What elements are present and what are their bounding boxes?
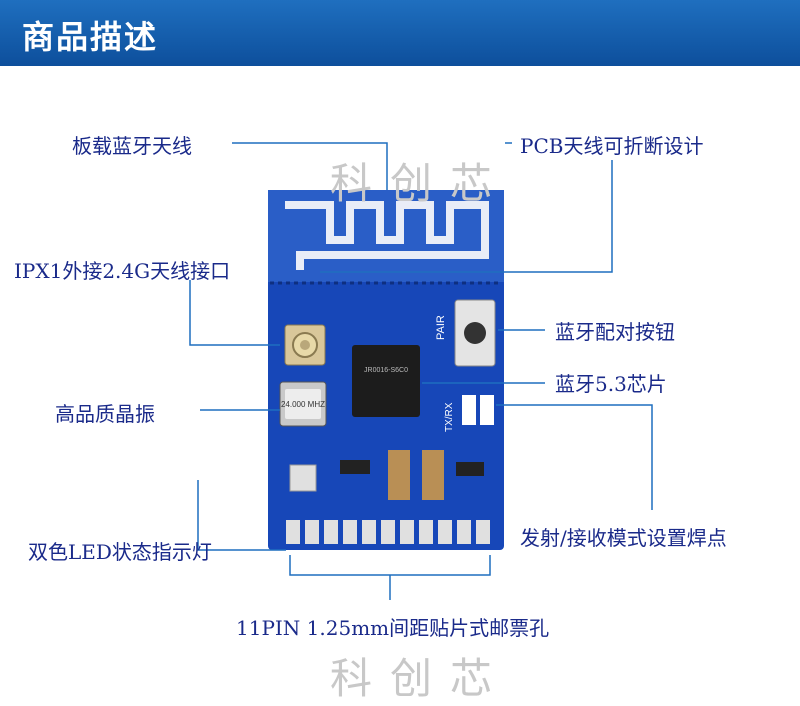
watermark-top: 科创芯 — [330, 159, 511, 208]
bt-chip — [352, 345, 420, 417]
led — [289, 464, 317, 492]
label-pins: 11PIN 1.25mm间距贴片式邮票孔 — [236, 616, 550, 640]
label-led: 双色LED状态指示灯 — [28, 540, 212, 564]
antenna-trace — [285, 201, 489, 270]
label-antenna: 板载蓝牙天线 — [72, 134, 192, 158]
label-pcb-antenna: PCB天线可折断设计 — [520, 134, 704, 158]
header-banner: 商品描述 — [0, 0, 800, 66]
label-mode-pads: 发射/接收模式设置焊点 — [520, 526, 727, 550]
label-chip: 蓝牙5.3芯片 — [555, 372, 667, 396]
chip-text: JR0016-S6C0 — [364, 367, 408, 374]
label-ipx: IPX1外接2.4G天线接口 — [14, 259, 231, 283]
txrx-silk: TX/RX — [444, 402, 455, 432]
page-title: 商品描述 — [22, 18, 159, 56]
crystal-text: 24.000 MHZ — [281, 400, 325, 409]
label-crystal: 高品质晶振 — [55, 402, 155, 426]
watermark-bottom: 科创芯 — [330, 654, 511, 703]
pair-silk: PAIR — [435, 315, 447, 340]
label-pair-button: 蓝牙配对按钮 — [555, 320, 675, 344]
stamp-pins — [286, 520, 490, 544]
